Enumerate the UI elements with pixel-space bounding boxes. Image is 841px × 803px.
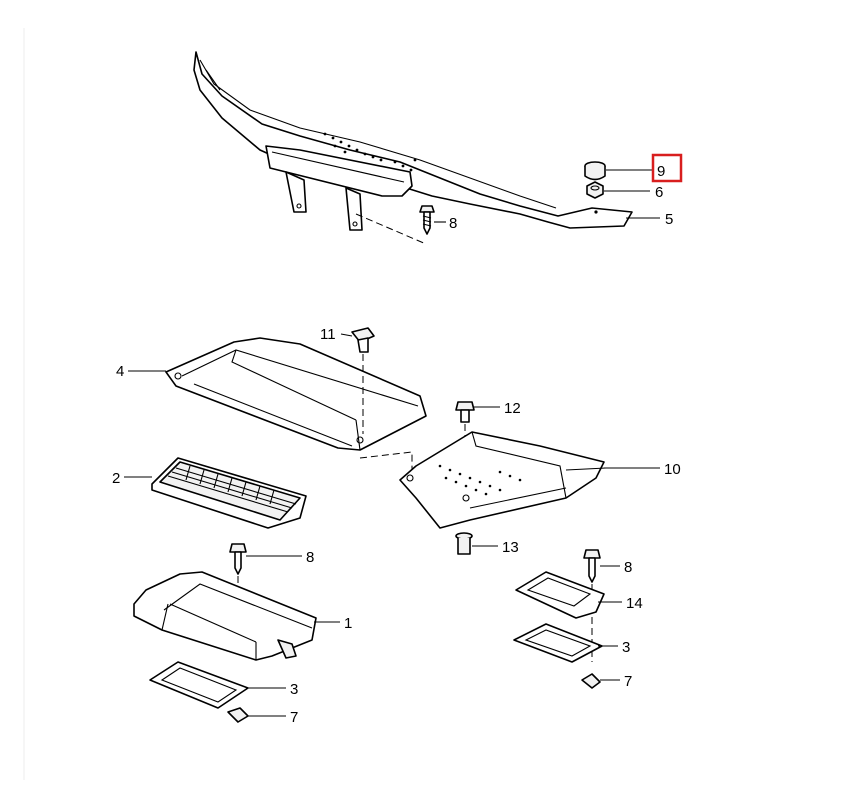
callout-4[interactable]: 4	[116, 363, 124, 380]
part-14-plate	[515, 571, 605, 619]
part-6-nut	[586, 181, 604, 199]
part-13-grommet	[455, 532, 473, 555]
callout-13[interactable]: 13	[502, 539, 519, 556]
leader-lines	[124, 169, 660, 717]
callout-2[interactable]: 2	[112, 470, 120, 487]
callout-12[interactable]: 12	[504, 400, 521, 417]
part-8-screw-left	[229, 543, 247, 575]
part-9-cap	[584, 161, 606, 181]
callout-3[interactable]: 3	[622, 639, 630, 656]
part-7-clip-right	[581, 673, 601, 689]
callout-labels: 9 6 5 8 11 4 12 10 2 13 8 1 3 7 8 14 3 7	[112, 163, 681, 726]
callout-6[interactable]: 6	[655, 184, 663, 201]
part-7-clip-left	[227, 707, 249, 723]
callout-8[interactable]: 8	[306, 549, 314, 566]
part-8-screw-right	[583, 549, 601, 583]
callout-3[interactable]: 3	[290, 681, 298, 698]
callout-5[interactable]: 5	[665, 211, 673, 228]
callout-14[interactable]: 14	[626, 595, 643, 612]
callout-1[interactable]: 1	[344, 615, 352, 632]
part-12-screw	[455, 401, 475, 423]
part-4-cover	[165, 337, 427, 451]
part-11-plug	[351, 327, 375, 353]
part-3-gasket-right	[513, 623, 603, 663]
part-2-filter	[151, 457, 307, 529]
callout-8[interactable]: 8	[624, 559, 632, 576]
part-3-gasket-left	[149, 661, 249, 709]
callout-8[interactable]: 8	[449, 215, 457, 232]
part-10-tray	[399, 431, 607, 529]
callout-7[interactable]: 7	[290, 709, 298, 726]
callout-9-highlight	[651, 153, 683, 183]
callout-7[interactable]: 7	[624, 673, 632, 690]
part-8-screw-top	[419, 205, 435, 235]
callout-10[interactable]: 10	[664, 461, 681, 478]
callout-9[interactable]: 9	[657, 163, 665, 180]
part-1-housing	[133, 571, 317, 661]
part-5-cowl-panel	[193, 51, 633, 231]
callout-11[interactable]: 11	[320, 326, 336, 343]
